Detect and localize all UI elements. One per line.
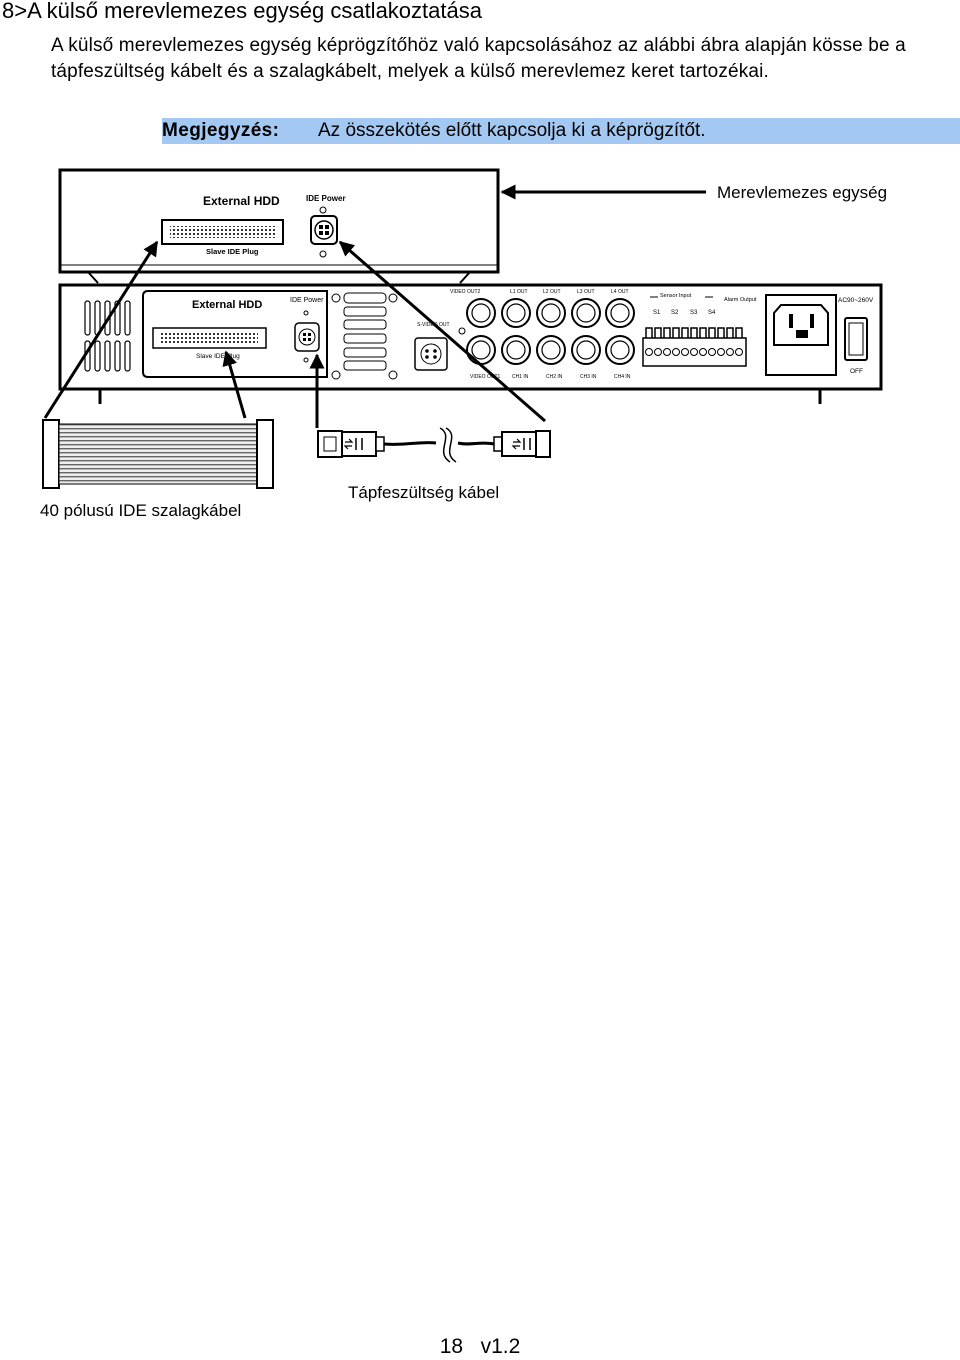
ch2-in-label: CH2 IN: [546, 374, 563, 380]
s4-label: S4: [708, 310, 716, 316]
sensor-alarm-terminal: Sensor Input Alarm Output S1 S2 S3 S4: [642, 293, 757, 367]
l3-out-label: L3 OUT: [577, 289, 595, 295]
external-hdd-unit: External HDD IDE Power Slave IDE Plug: [58, 168, 500, 284]
recorder-ide-power-label: IDE Power: [290, 297, 324, 304]
power-cable-to-hdd-arrow: [338, 240, 546, 423]
ide-ribbon-cable: [42, 419, 274, 489]
recorder-rear-panel: External HDD IDE Power Slave IDE Plug: [58, 283, 883, 404]
ribbon-to-hdd-arrow: [43, 240, 159, 419]
l1-out-label: L1 OUT: [510, 289, 528, 295]
note-text: Az összekötés előtt kapcsolja ki a képrö…: [318, 120, 706, 141]
sensor-input-label: Sensor Input: [660, 293, 692, 299]
hdd-unit-screw-icon: [319, 250, 327, 258]
serial-ports: [331, 292, 398, 380]
note-label: Megjegyzés:: [162, 120, 280, 141]
video-out2-label: VIDEO OUT2: [450, 289, 481, 295]
ch1-in-label: CH1 IN: [512, 374, 529, 380]
page-footer: 18 v1.2: [439, 1335, 521, 1358]
recorder-power-port: [294, 322, 320, 352]
callout-ide-cable: 40 pólusú IDE szalagkábel: [40, 501, 241, 520]
power-off-label: OFF: [850, 368, 863, 375]
hdd-unit-ide-power-label: IDE Power: [306, 194, 346, 203]
vent-slots: [84, 300, 131, 372]
svideo-port: [414, 337, 448, 371]
s3-label: S3: [690, 310, 698, 316]
hdd-unit-power-port: [310, 215, 338, 245]
recorder-hdd-bay: External HDD IDE Power Slave IDE Plug: [142, 290, 328, 378]
hdd-unit-slave-plug-label: Slave IDE Plug: [206, 247, 259, 256]
ac-voltage-label: AC90~260V: [838, 297, 874, 304]
note-banner: Megjegyzés: Az összekötés előtt kapcsolj…: [162, 118, 960, 144]
video-out1-label: VIDEO OUT1: [470, 374, 501, 380]
ch4-in-label: CH4 IN: [614, 374, 631, 380]
intro-paragraph: A külső merevlemezes egység képrögzítőhö…: [51, 35, 906, 82]
power-cable: [317, 427, 551, 463]
recorder-external-hdd-label: External HDD: [192, 299, 262, 311]
connection-diagram: External HDD IDE Power Slave IDE Plug: [40, 168, 887, 520]
l2-out-label: L2 OUT: [543, 289, 561, 295]
l4-out-label: L4 OUT: [611, 289, 629, 295]
hdd-unit-screw-icon: [319, 206, 327, 214]
connection-arrows: [43, 184, 706, 428]
page-heading: 8>A külső merevlemezes egység csatlakozt…: [2, 0, 482, 23]
recorder-slave-plug-label: Slave IDE Plug: [196, 353, 240, 360]
ribbon-to-recorder-arrow: [222, 350, 247, 419]
s2-label: S2: [671, 310, 679, 316]
ac-power-inlet: [765, 294, 837, 376]
hdd-unit-title: External HDD: [203, 194, 280, 208]
power-switch: [844, 317, 868, 361]
callout-power-cable: Tápfeszültség kábel: [348, 483, 499, 502]
callout-hdd-unit: Merevlemezes egység: [717, 183, 887, 202]
s1-label: S1: [653, 310, 661, 316]
alarm-output-label: Alarm Output: [724, 297, 757, 303]
ch3-in-label: CH3 IN: [580, 374, 597, 380]
